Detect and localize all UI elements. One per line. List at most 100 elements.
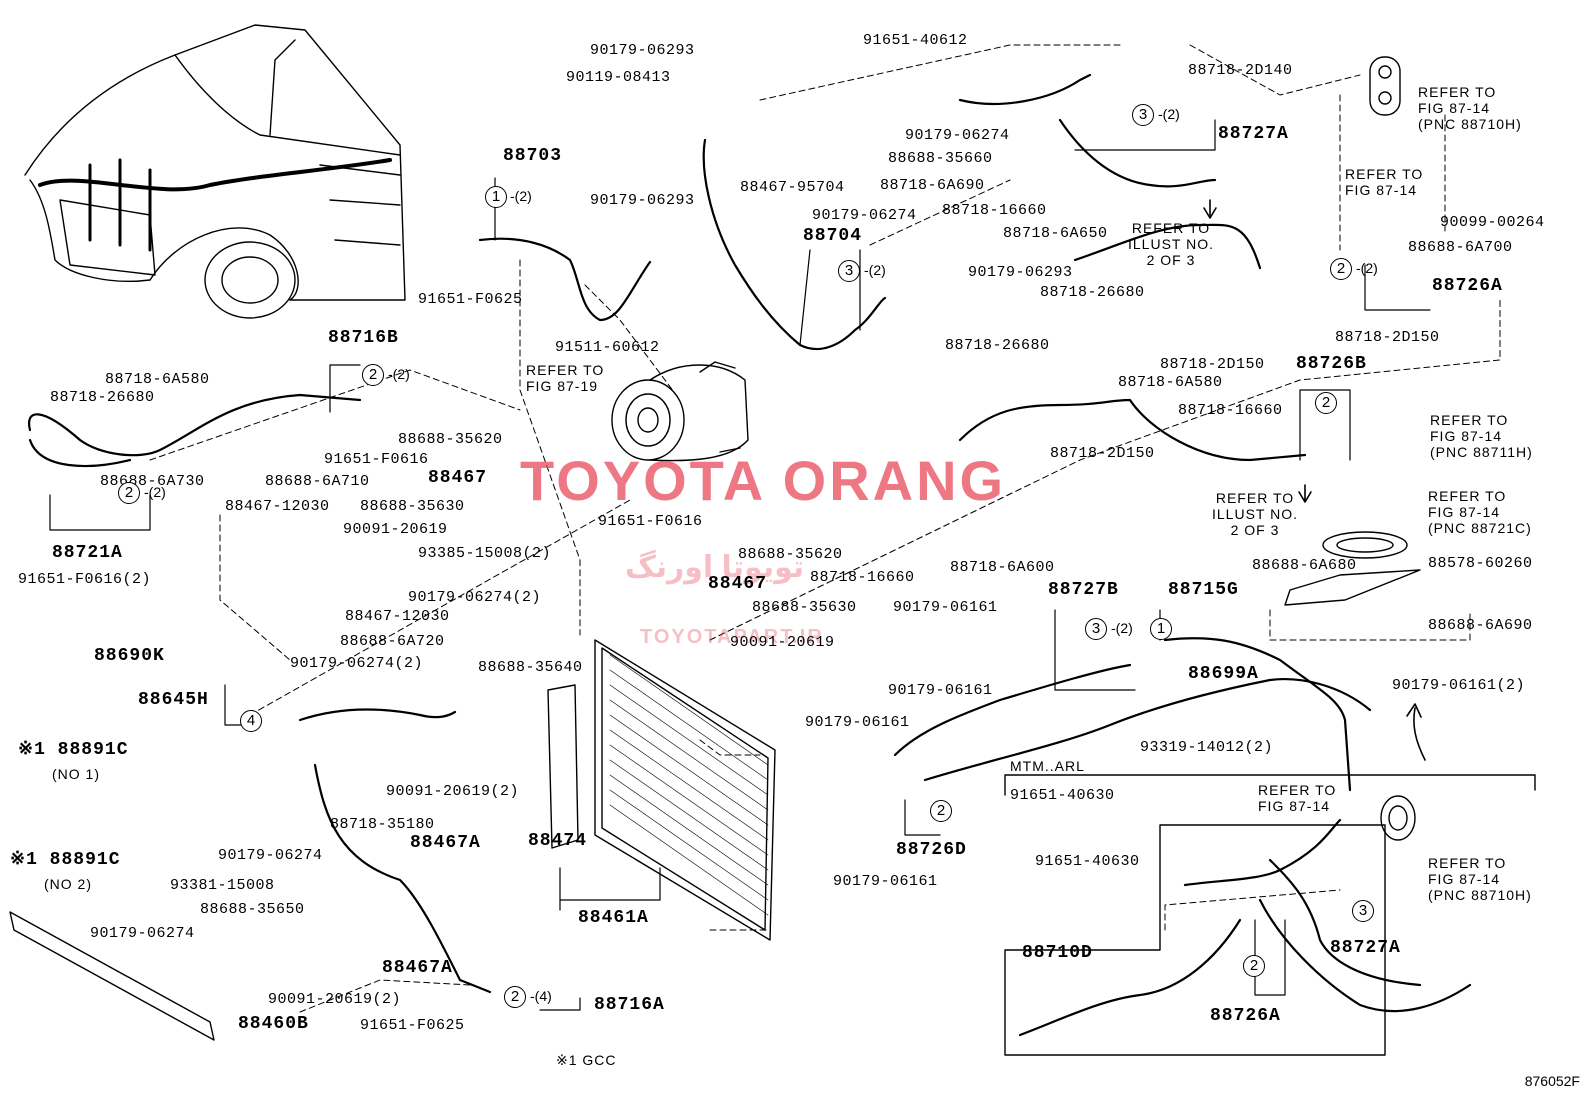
part-label: ※1 88891C <box>18 740 129 760</box>
part-label: 88578-60260 <box>1428 555 1533 572</box>
part-label: 88690K <box>94 646 165 666</box>
callout-qty: -(2) <box>1356 260 1378 276</box>
part-label: 88688-35660 <box>888 150 993 167</box>
callout-circle: 3 <box>1085 618 1107 640</box>
compressor <box>611 361 749 462</box>
callout-circle: 2 <box>362 364 384 386</box>
part-label: 90179-06161 <box>805 714 910 731</box>
variant-label: MTM..ARL <box>1010 758 1085 774</box>
part-label: 88703 <box>503 146 563 166</box>
part-label: 88726B <box>1296 354 1367 374</box>
part-label: 88718-6A690 <box>880 177 985 194</box>
part-label: 88718-2D150 <box>1335 329 1440 346</box>
part-label: 88688-35620 <box>738 546 843 563</box>
part-label: 88726A <box>1432 276 1503 296</box>
part-label: 88726D <box>896 840 967 860</box>
part-label: 88699A <box>1188 664 1259 684</box>
part-label: 88716B <box>328 328 399 348</box>
part-label: 88718-26680 <box>50 389 155 406</box>
diagram-id: 876052F <box>1524 1073 1580 1089</box>
seals <box>1284 56 1421 841</box>
part-label: 88467-12030 <box>345 608 450 625</box>
part-label: 88718-2D150 <box>1050 445 1155 462</box>
part-label: 88718-6A600 <box>950 559 1055 576</box>
part-label: 90179-06293 <box>968 264 1073 281</box>
strip-88891c <box>9 911 215 1041</box>
part-label: 88467A <box>382 958 453 978</box>
part-label: 88718-16660 <box>942 202 1047 219</box>
illust-note: REFER TO ILLUST NO. 2 OF 3 <box>1212 490 1298 538</box>
part-label: 90179-06161 <box>893 599 998 616</box>
part-label: 88718-6A650 <box>1003 225 1108 242</box>
part-label: 88718-16660 <box>1178 402 1283 419</box>
part-label: 90179-06161 <box>888 682 993 699</box>
part-label: ※1 88891C <box>10 850 121 870</box>
part-label: 88645H <box>138 690 209 710</box>
part-label: 88718-2D150 <box>1160 356 1265 373</box>
watermark-arabic: تویوتا اورنگ <box>625 551 805 584</box>
part-label: 88727B <box>1048 580 1119 600</box>
part-label: 88704 <box>803 226 863 246</box>
part-label: 88718-26680 <box>945 337 1050 354</box>
sub-label: (NO 2) <box>44 876 92 892</box>
callout-circle: 3 <box>838 260 860 282</box>
callout-qty: -(2) <box>1111 620 1133 636</box>
part-label: 90091-20619 <box>730 634 835 651</box>
refer-note: REFER TO FIG 87-14 <box>1345 166 1424 198</box>
refer-note: REFER TO FIG 87-19 <box>526 362 605 394</box>
part-label: 91651-F0616 <box>598 513 703 530</box>
part-label: 88718-16660 <box>810 569 915 586</box>
part-label: 93385-15008(2) <box>418 545 552 562</box>
part-label: 88718-6A580 <box>1118 374 1223 391</box>
callout-qty: -(2) <box>144 484 166 500</box>
callout-circle: 4 <box>240 710 262 732</box>
part-label: 88688-35630 <box>752 599 857 616</box>
part-label: 90179-06293 <box>590 192 695 209</box>
part-label: 91651-F0616 <box>324 451 429 468</box>
part-label: 88688-35650 <box>200 901 305 918</box>
part-label: 88718-6A580 <box>105 371 210 388</box>
part-label: 88726A <box>1210 1006 1281 1026</box>
refer-note: REFER TO FIG 87-14 <box>1258 782 1337 814</box>
part-label: 93319-14012(2) <box>1140 739 1274 756</box>
part-label: 88688-6A700 <box>1408 239 1513 256</box>
sub-label: (NO 1) <box>52 766 100 782</box>
watermark-url: TOYOTAPART.IR <box>640 626 824 648</box>
part-label: 88716A <box>594 995 665 1015</box>
callout-circle: 2 <box>504 986 526 1008</box>
part-label: 88688-6A680 <box>1252 557 1357 574</box>
part-label: 91511-60612 <box>555 339 660 356</box>
part-label: 88467 <box>708 574 768 594</box>
part-label: 88715G <box>1168 580 1239 600</box>
part-label: 88688-6A710 <box>265 473 370 490</box>
part-label: 88688-35630 <box>360 498 465 515</box>
callout-qty: -(2) <box>510 188 532 204</box>
callout-qty: -(2) <box>388 366 410 382</box>
part-label: 90179-06274 <box>218 847 323 864</box>
refer-note: REFER TO FIG 87-14 (PNC 88711H) <box>1430 412 1533 460</box>
part-label: 91651-F0625 <box>418 291 523 308</box>
part-label: 90179-06274 <box>905 127 1010 144</box>
part-label: 88718-2D140 <box>1188 62 1293 79</box>
part-label: 90091-20619(2) <box>386 783 520 800</box>
part-label: 91651-40630 <box>1010 787 1115 804</box>
callout-qty: -(2) <box>1158 106 1180 122</box>
callout-circle: 2 <box>930 800 952 822</box>
part-label: 90179-06274(2) <box>408 589 542 606</box>
part-label: 88461A <box>578 908 649 928</box>
pipes <box>28 73 1472 1037</box>
part-label: 90099-00264 <box>1440 214 1545 231</box>
part-label: 88727A <box>1330 938 1401 958</box>
callout-circle: 3 <box>1132 104 1154 126</box>
part-label: 91651-F0616(2) <box>18 571 152 588</box>
part-label: 88474 <box>528 831 588 851</box>
part-label: 88688-6A690 <box>1428 617 1533 634</box>
part-label: 88467A <box>410 833 481 853</box>
part-label: 90179-06293 <box>590 42 695 59</box>
part-label: 90091-20619(2) <box>268 991 402 1008</box>
callout-qty: -(2) <box>864 262 886 278</box>
part-label: 88467 <box>428 468 488 488</box>
part-label: 88467-95704 <box>740 179 845 196</box>
